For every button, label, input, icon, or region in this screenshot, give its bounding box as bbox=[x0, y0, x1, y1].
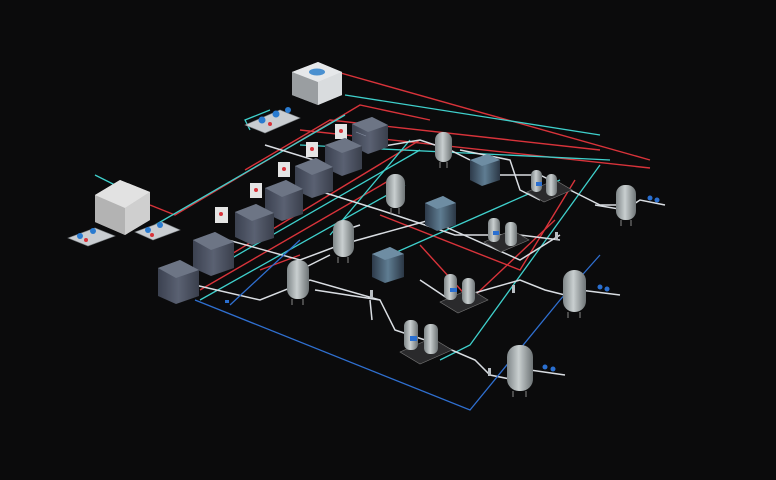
pump-skid bbox=[67, 227, 116, 247]
filter-skid bbox=[526, 170, 573, 203]
filter-skid bbox=[483, 218, 530, 253]
air-receiver-tank bbox=[333, 220, 354, 263]
water-tank bbox=[95, 180, 150, 235]
control-cabinet bbox=[335, 124, 347, 139]
control-cabinet bbox=[278, 162, 290, 177]
air-receiver-tank bbox=[287, 260, 309, 305]
valve-set bbox=[597, 284, 610, 292]
cooling-tower bbox=[292, 62, 342, 105]
compressed-air-pipes bbox=[194, 139, 666, 381]
air-receiver-tank bbox=[616, 185, 636, 226]
pipe-fittings bbox=[225, 232, 558, 376]
air-receiver-tank bbox=[386, 174, 405, 214]
control-cabinet bbox=[306, 142, 318, 157]
filter-skid bbox=[399, 320, 453, 365]
air-compressor bbox=[325, 138, 362, 176]
air-compressor bbox=[235, 204, 274, 245]
pump-skid bbox=[244, 107, 301, 134]
valve-set bbox=[647, 195, 660, 203]
air-dryer bbox=[425, 196, 456, 231]
valve-set bbox=[542, 364, 556, 372]
filter-skid bbox=[439, 274, 489, 314]
air-compressor bbox=[295, 158, 333, 198]
air-dryer bbox=[470, 154, 500, 186]
air-receiver-tank bbox=[563, 270, 586, 318]
control-cabinet bbox=[250, 183, 262, 198]
air-compressor bbox=[193, 232, 234, 276]
air-compressor bbox=[265, 180, 303, 221]
control-cabinet bbox=[215, 207, 228, 223]
air-receiver-tank bbox=[507, 345, 533, 397]
air-receiver-tank bbox=[435, 132, 452, 168]
pump-skid bbox=[134, 221, 181, 241]
air-dryer bbox=[372, 247, 404, 283]
air-compressor bbox=[352, 117, 388, 154]
air-compressor bbox=[158, 260, 199, 304]
